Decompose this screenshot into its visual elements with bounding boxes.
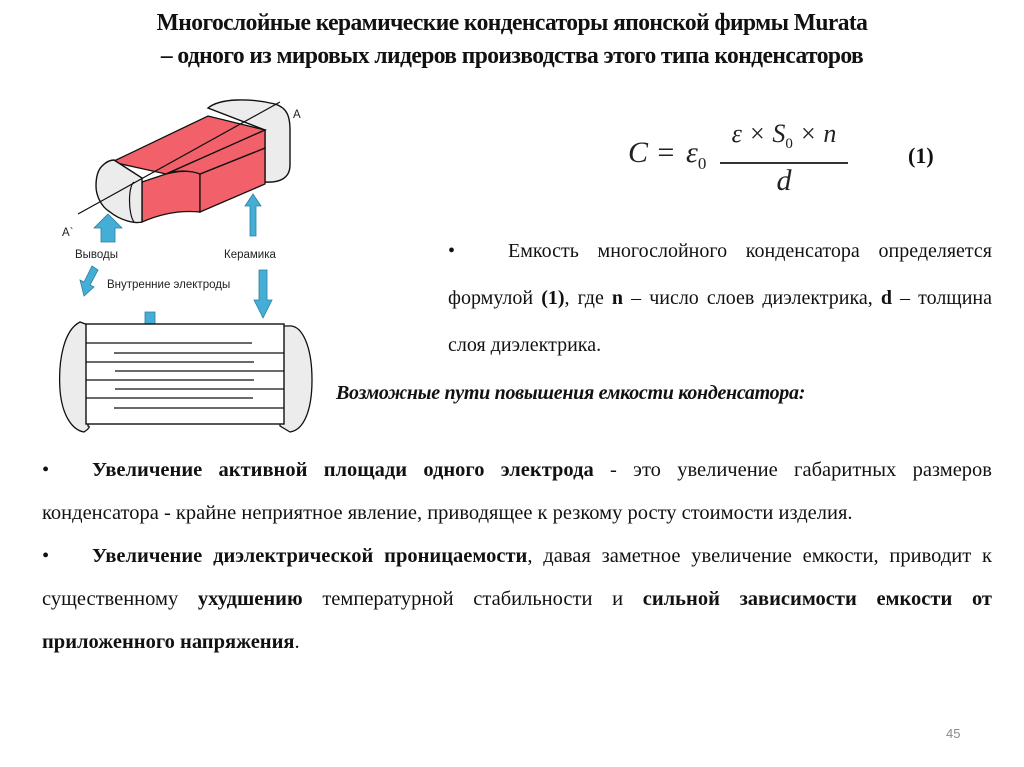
bullet-bold-text: ухудшению <box>197 588 303 610</box>
arrow-down-ceramic-icon <box>253 269 273 319</box>
capacitance-paragraph: •Емкость многослойного конденсатора опре… <box>448 228 992 369</box>
numerator-part-a: ε × S <box>731 119 786 148</box>
label-terminals: Выводы <box>75 249 118 261</box>
dielectric-body <box>85 323 285 425</box>
label-ceramic: Керамика <box>224 249 277 261</box>
slide-title: Многослойные керамические конденсаторы я… <box>49 6 974 72</box>
label-internal-electrodes: Внутренние электроды <box>107 279 230 291</box>
title-line-2: – одного из мировых лидеров производства… <box>160 42 864 69</box>
numerator-part-b: × n <box>792 119 837 148</box>
axis-label-a: A <box>293 109 301 121</box>
bullet-list: • Увеличение активной площади одного элек… <box>42 449 992 664</box>
arrow-up-terminals-icon <box>93 213 123 243</box>
formula-fraction: ε × S0 × n d <box>720 118 848 196</box>
epsilon-symbol: ε <box>686 136 698 169</box>
fraction-bar <box>720 162 848 165</box>
page-number: 45 <box>946 726 961 741</box>
bullet-bold-text: Увеличение диэлектрической проницаемости <box>92 545 528 567</box>
bullet: • <box>42 545 50 567</box>
arrow-up-ceramic-icon <box>244 193 262 237</box>
capacitor-diagram: A A` Выводы Керамика Внутренние электрод… <box>58 99 313 433</box>
formula-denominator: d <box>776 164 792 198</box>
bullet-bold-text: сильной зависимости емкости от приложенн… <box>42 588 993 653</box>
d-symbol: d <box>880 287 892 309</box>
capacitance-formula: C = ε0 ε × S0 × n d <box>628 118 968 198</box>
bullet: • <box>42 459 50 481</box>
body-front-face <box>141 170 201 223</box>
equation-number: (1) <box>908 143 934 168</box>
right-terminal-cap <box>279 325 313 433</box>
left-terminal-cap <box>58 321 90 433</box>
n-symbol: n <box>611 287 624 309</box>
bullet-text: - это увеличение габаритных размеров кон… <box>42 459 992 524</box>
right-terminal-shape <box>206 99 291 183</box>
paragraph-text: – толщина слоя диэлектрика. <box>448 287 992 356</box>
section-axis-line <box>77 101 281 215</box>
subheading: Возможные пути повышения емкости конденс… <box>336 382 806 404</box>
bullet-text: . <box>294 631 300 653</box>
body-right-face <box>165 128 266 175</box>
arrow-down-terminals-icon <box>79 265 99 297</box>
bullet-item: • Увеличение диэлектрической проницаемост… <box>42 535 992 664</box>
paragraph-text: – число слоев диэлектрика, <box>623 287 881 309</box>
paragraph-text: Емкость многослойного конденсатора опред… <box>448 240 992 309</box>
bullet-text: , давая заметное увеличение емкости, при… <box>42 545 992 610</box>
title-line-1: Многослойные керамические конденсаторы я… <box>156 9 868 36</box>
bullet-text: температурной стабильности и <box>302 588 643 610</box>
bullet: • <box>448 240 456 262</box>
numerator-subscript: 0 <box>785 136 793 153</box>
formula-numerator: ε × S0 × n <box>720 118 848 160</box>
epsilon-subscript: 0 <box>697 154 707 173</box>
chip-3d-view: A A` <box>62 99 301 239</box>
formula-epsilon0: ε0 <box>686 136 706 174</box>
cross-section-view <box>58 321 313 433</box>
paragraph-text: , где <box>564 287 612 309</box>
bullet-item: • Увеличение активной площади одного элек… <box>42 449 992 535</box>
internal-electrode-lines <box>86 342 284 409</box>
formula-lhs: C = <box>628 136 676 169</box>
bullet-bold-text: Увеличение активной площади одного элект… <box>92 459 594 481</box>
formula-reference: (1) <box>541 287 565 309</box>
axis-label-a-prime: A` <box>62 227 74 239</box>
